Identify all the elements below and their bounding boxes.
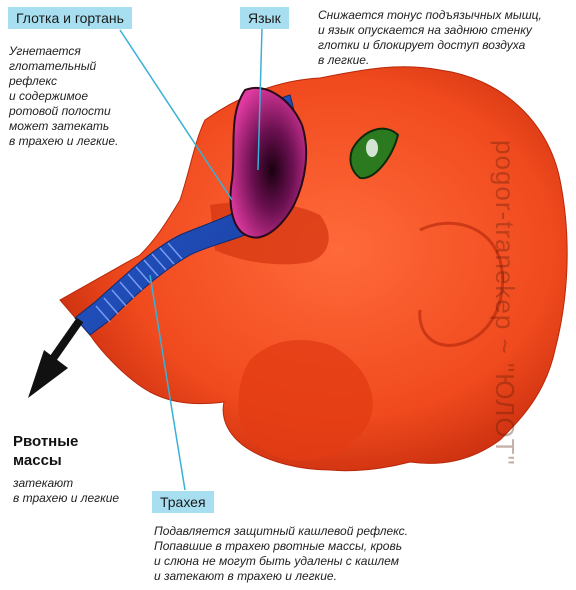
label-trachea: Трахея	[152, 491, 214, 513]
note-reflex: Угнетается глотательный рефлекс и содерж…	[9, 44, 118, 149]
label-tongue: Язык	[240, 7, 289, 29]
watermark: pogor-tranekep ~ "ЮЛОТ"	[489, 140, 520, 466]
eye-highlight	[366, 139, 378, 157]
vomit-arrow	[28, 320, 80, 398]
vomit-text: затекают в трахею и легкие	[13, 476, 119, 506]
vomit-title: Рвотные массы	[13, 432, 78, 470]
label-pharynx: Глотка и гортань	[8, 7, 132, 29]
note-cough: Подавляется защитный кашлевой рефлекс. П…	[154, 524, 408, 584]
note-tongue: Снижается тонус подъязычных мышц, и язык…	[318, 8, 542, 68]
